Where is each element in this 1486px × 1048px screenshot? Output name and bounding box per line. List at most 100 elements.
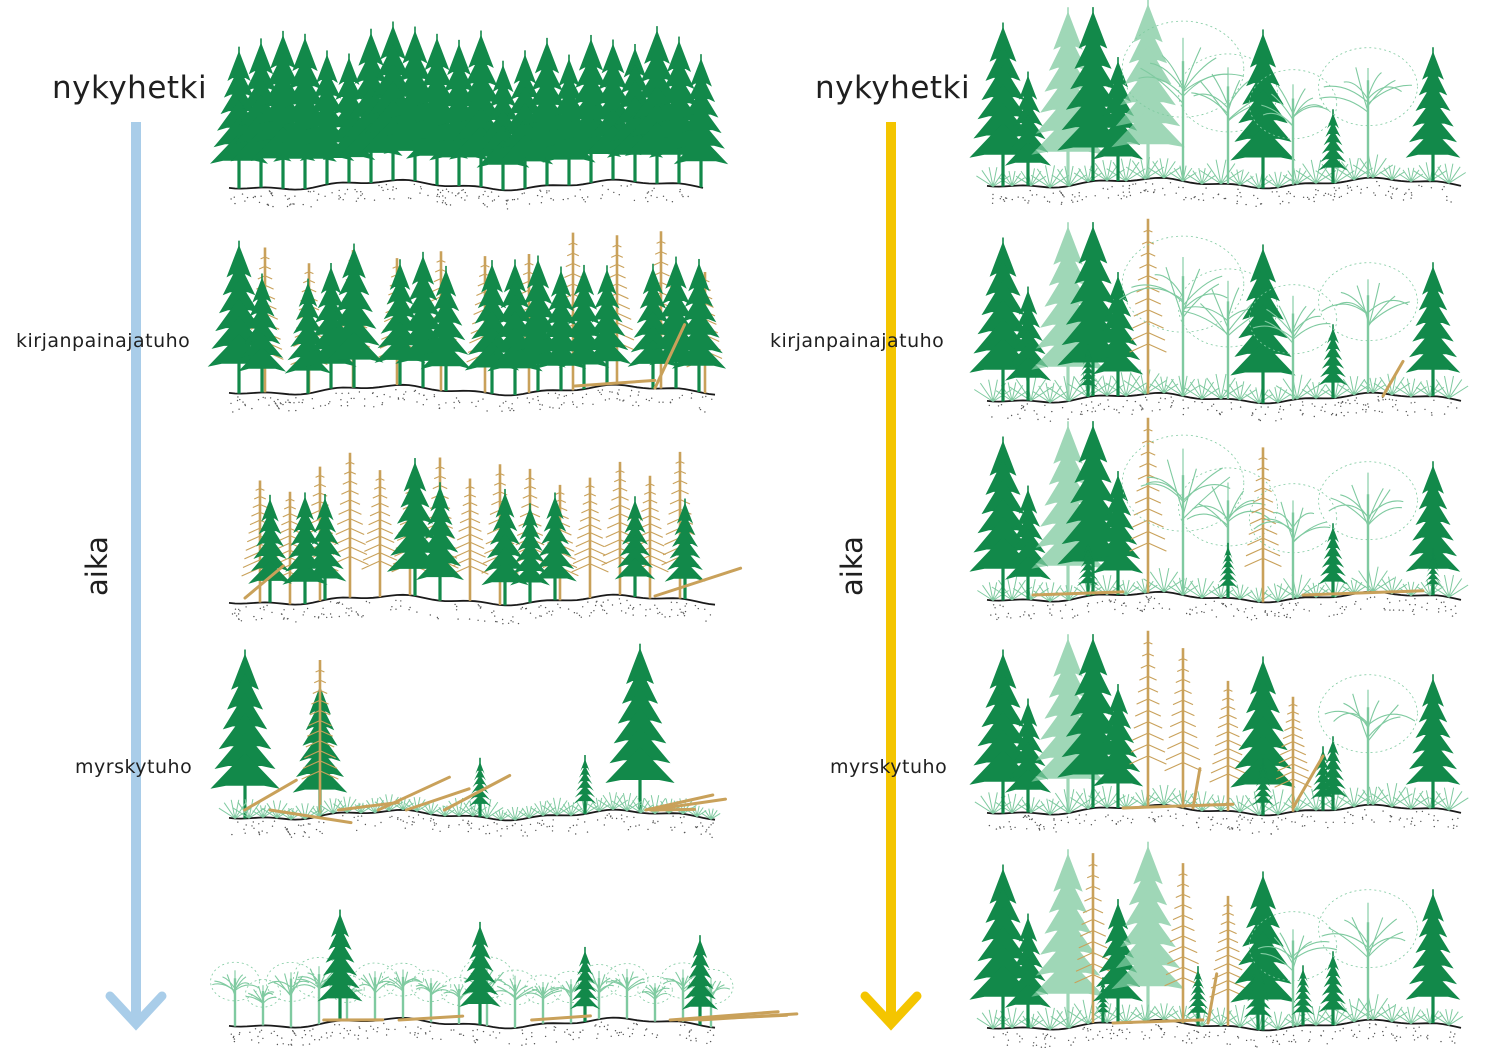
shrub — [995, 382, 1029, 402]
spruce-tree — [1031, 849, 1105, 1029]
spruce-tree — [1318, 523, 1348, 598]
spruce-tree — [1318, 109, 1348, 184]
deciduous-tree — [352, 962, 398, 1021]
spruce-tree — [1111, 0, 1185, 179]
deciduous-tree — [210, 961, 260, 1027]
fallen-log — [243, 564, 285, 600]
dead-spruce — [1164, 863, 1202, 1024]
fallen-log — [268, 808, 353, 825]
fallen-log — [573, 378, 657, 388]
arrow-down-icon — [105, 122, 167, 1031]
dead-spruce — [451, 478, 489, 601]
shrub — [1030, 165, 1070, 188]
spruce-tree — [303, 493, 347, 600]
dead-spruce — [331, 452, 369, 598]
spruce-tree — [671, 258, 727, 392]
deciduous-tree — [492, 969, 539, 1029]
forest-stage-storm — [969, 630, 1469, 835]
forest-stage-decline — [969, 417, 1469, 621]
shrub — [1109, 1004, 1143, 1024]
spruce-tree — [284, 278, 332, 394]
forest-stage-regeneration — [969, 841, 1464, 1048]
shrub — [1146, 158, 1182, 179]
deciduous-tree — [1318, 461, 1418, 592]
fallen-log — [644, 793, 715, 812]
shrub — [559, 802, 583, 816]
spruce-tree — [449, 30, 513, 187]
deciduous-tree — [660, 962, 706, 1022]
shrub — [530, 801, 556, 817]
fallen-log — [404, 787, 471, 812]
shrub — [1429, 787, 1469, 811]
spruce-tree — [1405, 262, 1461, 397]
dead-spruce — [361, 470, 399, 598]
deciduous-tree — [1248, 69, 1338, 185]
spruce-tree — [210, 649, 280, 819]
spruce-tree — [305, 262, 357, 389]
spruce-tree — [459, 921, 501, 1025]
deciduous-tree — [381, 962, 425, 1018]
spruce-tree — [1111, 841, 1185, 1021]
forest-stage-present — [210, 21, 729, 210]
spruce-tree — [1251, 757, 1275, 816]
deciduous-tree — [1178, 53, 1278, 184]
fallen-log — [397, 1014, 465, 1022]
deciduous-tree — [1248, 911, 1338, 1027]
deciduous-tree — [524, 974, 562, 1024]
shrub — [1352, 154, 1394, 179]
shrub — [1106, 158, 1146, 182]
shrub — [998, 170, 1026, 187]
shrub — [470, 799, 504, 819]
spruce-tree — [1405, 889, 1461, 1024]
fallen-log — [653, 323, 687, 390]
fallen-log — [648, 797, 727, 812]
shrub — [1073, 165, 1103, 183]
deciduous-tree — [245, 979, 281, 1026]
panel-title: nykyhetki — [52, 70, 208, 106]
spruce-tree — [681, 935, 719, 1026]
shrub — [1146, 784, 1182, 806]
panel-title: nykyhetki — [815, 70, 971, 106]
shrub — [1414, 790, 1446, 809]
fallen-log — [530, 1014, 592, 1022]
shrub — [1199, 159, 1243, 185]
shrub — [1282, 168, 1312, 185]
forest-stage-bark-beetle — [969, 218, 1469, 422]
shrub — [1434, 1008, 1464, 1026]
spruce-tree — [1004, 485, 1052, 600]
spruce-tree — [416, 482, 464, 601]
deciduous-tree — [637, 975, 673, 1022]
shrub — [1337, 376, 1371, 396]
spruce-tree — [1092, 272, 1144, 397]
right-panel: nykyhetki aika kirjanpainajatuho myrskyt… — [743, 0, 1486, 1048]
fallen-log — [668, 1010, 780, 1022]
spruce-tree — [1076, 538, 1100, 596]
shrub — [1036, 798, 1064, 815]
deciduous-tree — [1248, 483, 1338, 599]
spruce-tree — [969, 649, 1037, 814]
spruce-tree — [1405, 47, 1461, 182]
shrub — [1379, 165, 1405, 181]
shrub — [1392, 787, 1430, 810]
spruce-tree — [605, 643, 675, 813]
shrub — [1398, 167, 1424, 183]
spruce-tree — [1092, 684, 1144, 809]
forest-stage-present — [969, 0, 1466, 207]
deciduous-tree — [1318, 674, 1418, 805]
shrub — [420, 802, 442, 815]
event-label-bark-beetle: kirjanpainajatuho — [16, 330, 191, 352]
deciduous-tree — [1121, 434, 1245, 596]
ground — [986, 1018, 1462, 1048]
dead-spruce — [601, 461, 639, 595]
shrub — [1223, 381, 1257, 401]
shrub — [995, 793, 1029, 814]
spruce-tree — [1405, 674, 1461, 809]
spruce-tree — [1092, 471, 1144, 596]
spruce-tree — [614, 496, 656, 597]
ground — [228, 383, 716, 413]
shrub — [1417, 1008, 1443, 1024]
shrub — [976, 167, 1010, 187]
shrub — [492, 809, 510, 821]
deciduous-tree — [1318, 889, 1418, 1020]
fallen-log — [1381, 359, 1405, 398]
